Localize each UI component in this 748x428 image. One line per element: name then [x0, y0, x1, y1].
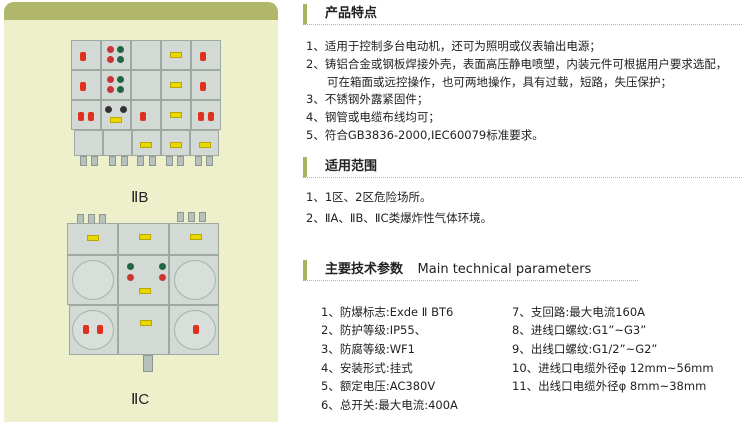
feature-item: 4、钢管或电缆布线均可；	[306, 110, 440, 124]
scope-item: 2、ⅡA、ⅡB、ⅡC类爆炸性气体环境。	[306, 211, 493, 225]
feature-item: 2、铸铝合金或钢板焊接外壳，表面高压静电喷塑，内装元件可根据用户要求选配，	[306, 57, 728, 71]
params-heading: 主要技术参数 Main technical parameters	[303, 260, 638, 281]
product-image-iic	[64, 210, 219, 376]
product-image-panel: ⅡB ⅡC	[4, 2, 278, 422]
param-item: 1、防爆标志:Exde Ⅱ BT6	[321, 305, 454, 319]
param-item: 5、额定电压:AC380V	[321, 379, 436, 393]
product-image-iib	[71, 40, 221, 166]
feature-item: 3、不锈钢外露紧固件；	[306, 92, 429, 106]
scope-item: 1、1区、2区危险场所。	[306, 190, 432, 204]
features-heading: 产品特点	[303, 4, 742, 25]
feature-item: 5、符合GB3836-2000,IEC60079标准要求。	[306, 128, 544, 142]
param-item: 6、总开关:最大电流:400A	[321, 398, 458, 412]
feature-item: 可在箱面或远控操作，也可两地操作，具有过载，短路，失压保护；	[327, 75, 672, 89]
param-item: 2、防护等级:IP55、	[321, 323, 427, 337]
params-title-en: Main technical parameters	[417, 262, 592, 277]
scope-heading: 适用范围	[303, 157, 742, 178]
feature-item: 1、适用于控制多台电动机，还可为照明或仪表输出电源；	[306, 39, 601, 53]
product-label-iic: ⅡC	[131, 391, 150, 408]
product-label-iib: ⅡB	[131, 189, 149, 206]
param-item: 4、安装形式:挂式	[321, 361, 413, 375]
panel-header-band	[4, 2, 278, 20]
param-item: 7、支回路:最大电流160A	[512, 305, 646, 319]
param-item: 8、进线口螺纹:G1”~G3”	[512, 323, 647, 337]
params-title: 主要技术参数	[325, 262, 404, 277]
param-item: 3、防腐等级:WF1	[321, 342, 415, 356]
param-item: 11、出线口电缆外径φ 8mm~38mm	[512, 379, 707, 393]
param-item: 9、出线口螺纹:G1/2”~G2”	[512, 342, 658, 356]
param-item: 10、进线口电缆外径φ 12mm~56mm	[512, 361, 714, 375]
